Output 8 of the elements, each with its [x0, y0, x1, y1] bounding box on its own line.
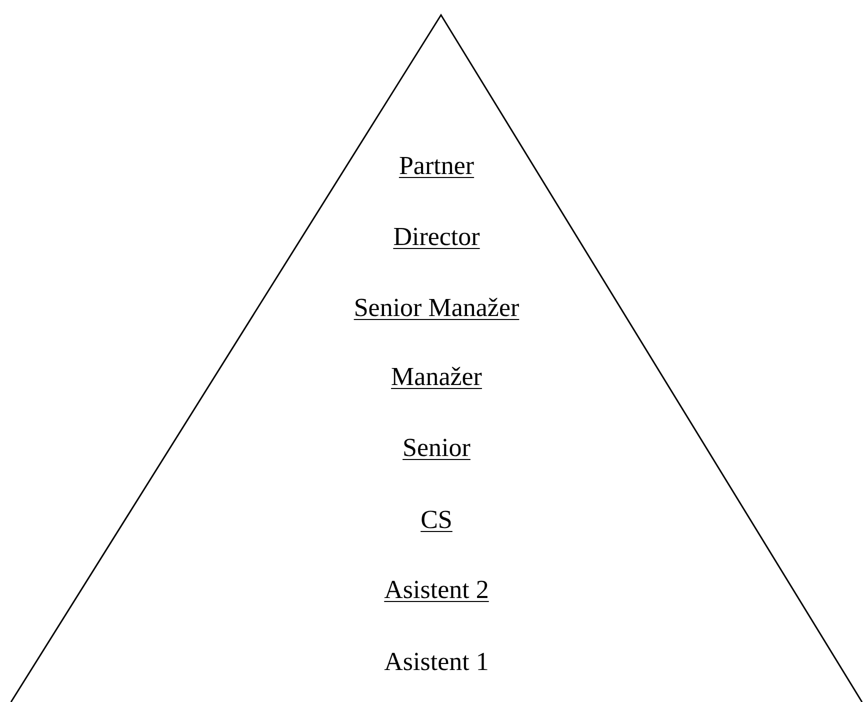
level-label: Director: [393, 222, 480, 252]
level-label: Manažer: [391, 362, 482, 392]
level-label: Senior: [402, 433, 470, 463]
level-label: Senior Manažer: [354, 293, 520, 323]
level-label: Asistent 2: [384, 575, 489, 605]
level-label: Partner: [398, 151, 474, 181]
level-label: CS: [420, 505, 452, 535]
level-label: Asistent 1: [384, 647, 489, 677]
